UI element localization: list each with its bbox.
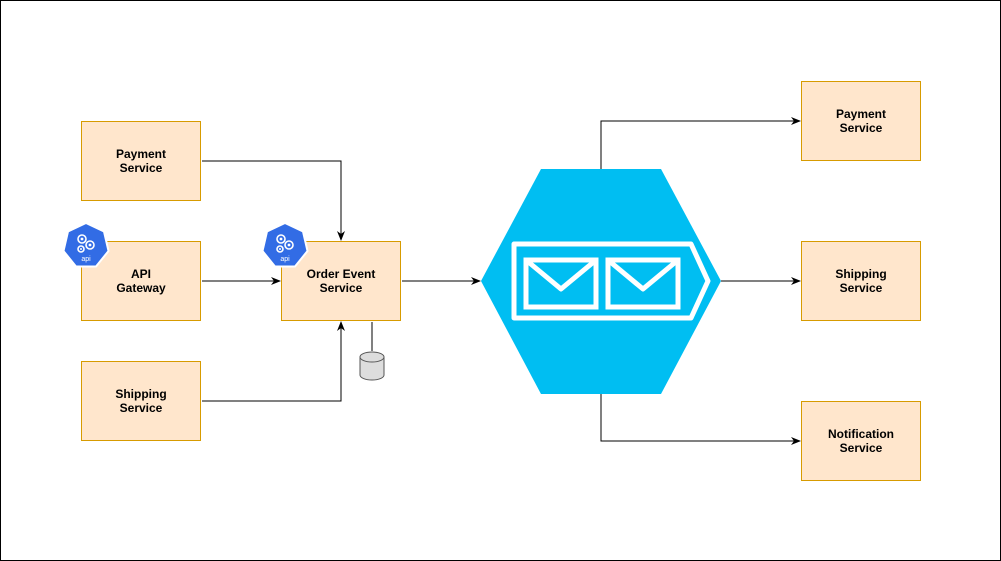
edge-payment-to-order — [202, 160, 345, 241]
edge-queue-to-payment — [600, 117, 801, 169]
payment-service-node-right[interactable]: Payment Service — [801, 81, 921, 161]
kubernetes-api-icon: api — [261, 221, 309, 268]
api-badge-label: api — [280, 256, 290, 263]
envelope-icon — [523, 257, 599, 310]
shipping-service-node-right[interactable]: Shipping Service — [801, 241, 921, 321]
envelope-icon — [605, 257, 681, 310]
shipping-service-node-left[interactable]: Shipping Service — [81, 361, 201, 441]
message-queue-icon — [481, 169, 721, 394]
database-icon — [359, 351, 385, 381]
payment-service-node-left[interactable]: Payment Service — [81, 121, 201, 201]
edge-queue-to-notification — [600, 394, 801, 445]
kubernetes-api-icon: api — [62, 221, 110, 268]
notification-service-node[interactable]: Notification Service — [801, 401, 921, 481]
edge-shipping-to-order — [202, 321, 345, 402]
api-badge-label: api — [81, 256, 91, 263]
